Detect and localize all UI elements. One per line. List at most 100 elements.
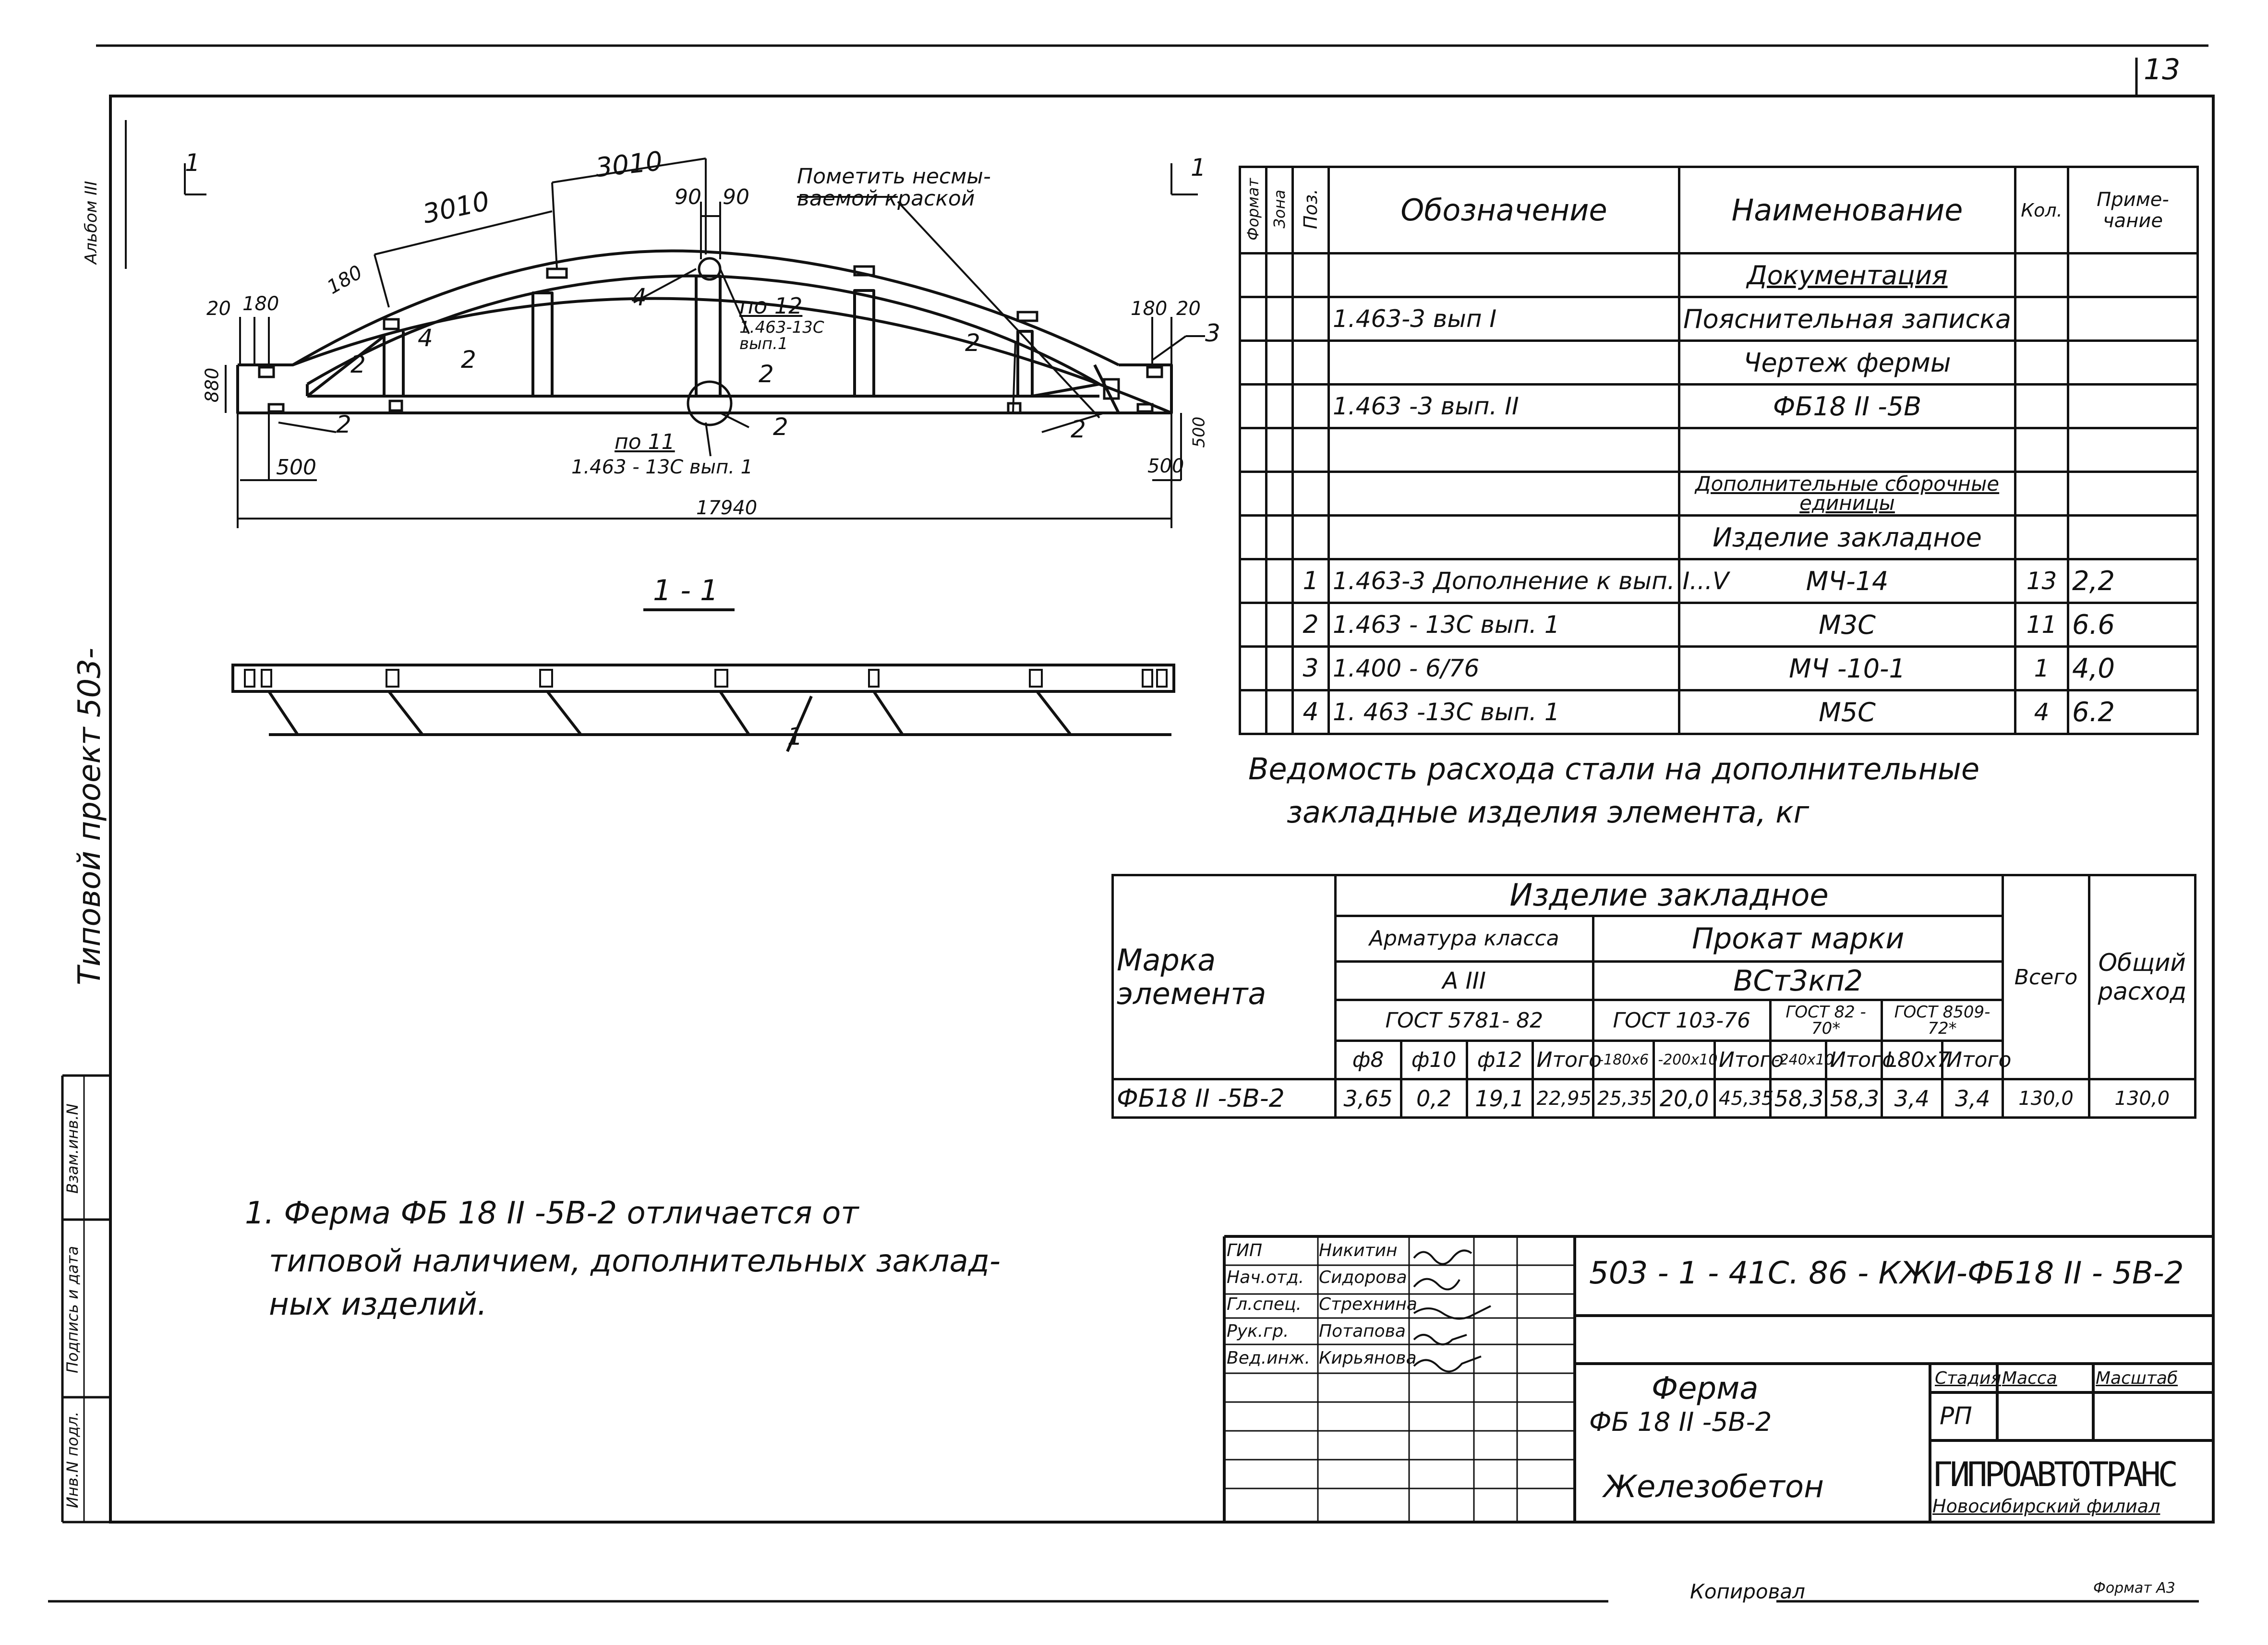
signer-name: Никитин [1319,1241,1398,1260]
callout-po11: по 11 [615,430,675,454]
dim-180-right: 180 [1131,298,1168,320]
steel-header-total: Всего [2002,874,2090,1080]
note-line3: ных изделий. [269,1287,487,1322]
spec-cell-pos [1291,383,1330,429]
steel-subheader-cell: -240х10 [1769,1040,1834,1080]
section-title: 1 - 1 [653,574,719,607]
note-line2: типовой наличием, дополнительных заклад- [269,1244,1001,1279]
spec-cell-designation [1327,471,1680,517]
col-header-designation: Обозначение [1327,166,1680,254]
spec-cell-qty: 4 [2014,689,2069,735]
spec-cell-pos: 3 [1291,645,1330,691]
spec-row: Дополнительные сборочные единицы [1239,471,2199,517]
steel-row-mark: ФБ18 II -5В-2 [1111,1078,1337,1119]
spec-cell-designation: 1.463 -3 вып. II [1327,383,1680,429]
section-marker-right: 1 [1191,154,1206,181]
spec-cell-zone [1265,514,1294,560]
spec-cell-designation: 1. 463 -13С вып. 1 [1327,689,1680,735]
spec-cell-qty: 13 [2014,558,2069,604]
spec-cell-format [1239,296,1267,342]
spec-cell-format [1239,383,1267,429]
spec-cell-note [2067,252,2199,298]
steel-subheader-cell: Итого [1531,1040,1602,1080]
spec-cell-qty [2014,296,2069,342]
mass-label: Масса [2002,1368,2057,1388]
steel-header-product: Изделие закладное [1334,874,2004,917]
spec-cell-pos [1291,427,1330,473]
spec-cell-note: 6.6 [2067,602,2199,648]
object-title-line1: Ферма [1652,1371,1759,1406]
signer-role: Вед.инж. [1227,1348,1310,1368]
callout-2e: 2 [773,413,788,441]
spec-cell-zone [1265,383,1294,429]
spec-cell-zone [1265,427,1294,473]
steel-header-rolled: Прокат марки [1592,915,2004,963]
spec-cell-qty [2014,383,2069,429]
spec-cell-name: Дополнительные сборочные единицы [1678,471,2016,517]
signer-row: ГИП Никитин [1227,1239,1414,1265]
spec-cell-note [2067,339,2199,386]
steel-header-rebar: Арматура класса [1334,915,1594,963]
spec-row: Изделие закладное [1239,514,2199,560]
steel-header-rolled-grade: ВСт3кп2 [1592,960,2004,1001]
steel-row-value: 3,65 [1334,1078,1402,1119]
signer-row: Нач.отд. Сидорова [1227,1266,1414,1292]
steel-gost-3: ГОСТ 82 - 70* [1769,999,1883,1042]
col-header-note: Приме- чание [2067,166,2199,254]
steel-subheader-cell: -200х10 [1653,1040,1717,1080]
spec-cell-name: М3С [1678,602,2016,648]
steel-gost-1: ГОСТ 5781- 82 [1334,999,1594,1042]
col-header-format: Формат [1239,166,1267,254]
steel-row-value: 3,4 [1880,1078,1943,1119]
steel-subheader-cell: Итого [1941,1040,2011,1080]
col-header-name: Наименование [1678,166,2016,254]
spec-cell-zone [1265,252,1294,298]
scale-label: Масштаб [2096,1368,2178,1388]
callout-2f: 2 [965,329,980,357]
spec-cell-qty [2014,514,2069,560]
steel-row-value: 58,3 [1769,1078,1827,1119]
spec-cell-pos: 2 [1291,602,1330,648]
spec-cell-name: ФБ18 II -5В [1678,383,2016,429]
note-line1: 1. Ферма ФБ 18 II -5В-2 отличается от [245,1196,859,1231]
spec-cell-note: 4,0 [2067,645,2199,691]
callout-2g: 2 [1071,415,1086,443]
steel-row-value: 130,0 [2002,1078,2090,1119]
signer-role: ГИП [1227,1241,1263,1260]
spec-cell-designation [1327,514,1680,560]
signer-name: Потапова [1319,1321,1406,1341]
signer-role: Нач.отд. [1227,1268,1304,1287]
col-header-qty: Кол. [2014,166,2069,254]
spec-cell-note: 6.2 [2067,689,2199,735]
copied-label: Копировал [1690,1580,1805,1603]
spec-cell-note: 2,2 [2067,558,2199,604]
callout-2d: 2 [759,360,774,388]
steel-table: Марка элемента Изделие закладное Всего О… [1111,874,2197,1119]
material-label: Железобетон [1604,1469,1824,1505]
steel-row-value: 20,0 [1653,1078,1716,1119]
col-header-zone: Зона [1265,166,1294,254]
steel-row-value: 19,1 [1465,1078,1534,1119]
spec-cell-zone [1265,471,1294,517]
section-marker-left: 1 [185,149,200,177]
doc-code: 503 - 1 - 41С. 86 - КЖИ-ФБ18 II - 5В-2 [1589,1256,2184,1291]
steel-header-rebar-class: А III [1334,960,1594,1001]
page-number: 13 [2144,53,2181,86]
spec-cell-zone [1265,689,1294,735]
spec-cell-note [2067,383,2199,429]
dim-500-left: 500 [276,455,316,480]
format-label: Формат А3 [2093,1580,2175,1597]
spec-cell-pos: 1 [1291,558,1330,604]
steel-row-value: 130,0 [2087,1078,2197,1119]
spec-cell-note [2067,471,2199,517]
signer-name: Сидорова [1319,1268,1407,1287]
col-header-pos: Поз. [1291,166,1330,254]
spec-cell-name: МЧ-14 [1678,558,2016,604]
spec-cell-name: МЧ -10-1 [1678,645,2016,691]
spec-cell-designation: 1.400 - 6/76 [1327,645,1680,691]
callout-po12-ref: 1.463-13С вып.1 [739,318,824,353]
spec-cell-zone [1265,645,1294,691]
